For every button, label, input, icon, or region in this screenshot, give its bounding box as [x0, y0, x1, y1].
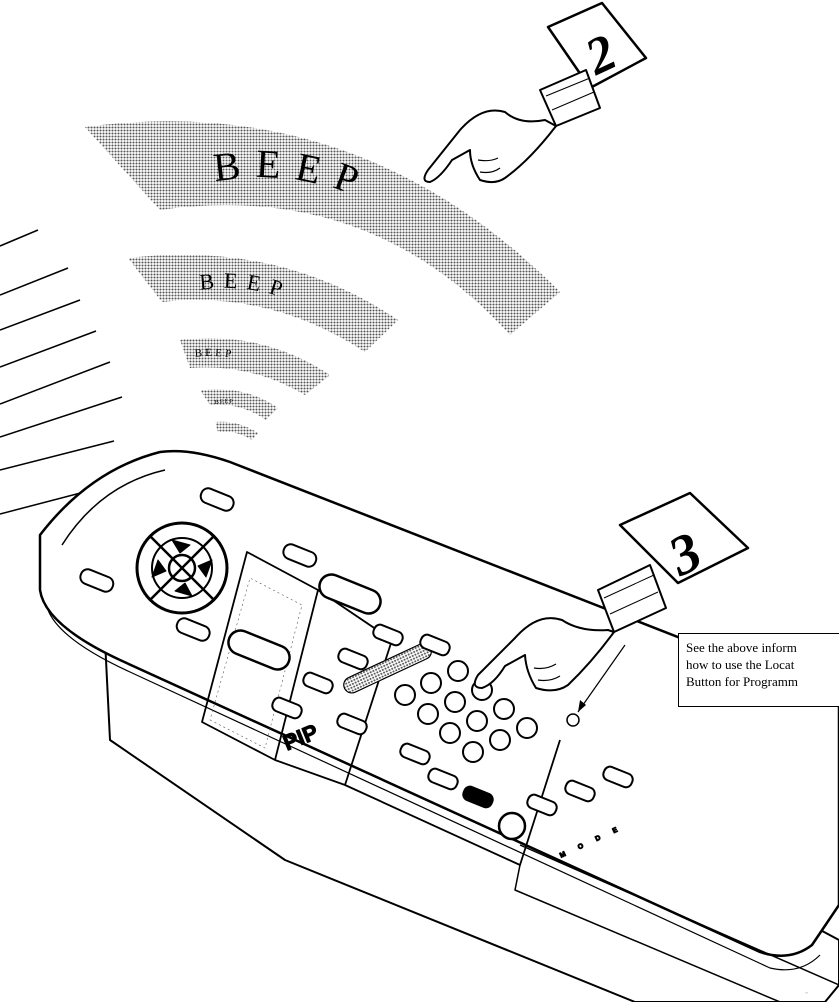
key-8[interactable]: [467, 711, 487, 731]
callout-line-3: Button for Programm: [686, 673, 839, 690]
key-plus100[interactable]: [490, 730, 510, 750]
beep-text-tiny: BEEP: [214, 399, 233, 406]
key-1[interactable]: [395, 685, 415, 705]
svg-text:BEEP: BEEP: [194, 347, 235, 361]
key-0[interactable]: [463, 742, 483, 762]
hand-2: [424, 110, 556, 182]
key-7[interactable]: [440, 723, 460, 743]
transport-dpad[interactable]: [137, 523, 227, 613]
hand-pointer-step-2: 2: [424, 3, 646, 182]
locate-button[interactable]: [567, 714, 579, 726]
key-2[interactable]: [421, 673, 441, 693]
key-dash[interactable]: [517, 718, 537, 738]
key-5[interactable]: [445, 692, 465, 712]
ir-signal-lines: [0, 230, 122, 514]
callout-line-1: See the above inform: [686, 639, 839, 656]
svg-text:BEEP: BEEP: [214, 399, 233, 406]
key-3[interactable]: [448, 661, 468, 681]
beep-wave-4: [200, 389, 278, 420]
beep-wave-5: [215, 422, 258, 440]
beep-wave-3: [180, 338, 330, 395]
beep-text-small: BEEP: [194, 347, 235, 361]
power-button[interactable]: [499, 813, 525, 839]
beep-wave-2: [128, 255, 398, 352]
locate-button-callout: See the above inform how to use the Loca…: [678, 633, 839, 707]
key-9[interactable]: [494, 699, 514, 719]
key-4[interactable]: [418, 704, 438, 724]
callout-line-2: how to use the Locat: [686, 656, 839, 673]
